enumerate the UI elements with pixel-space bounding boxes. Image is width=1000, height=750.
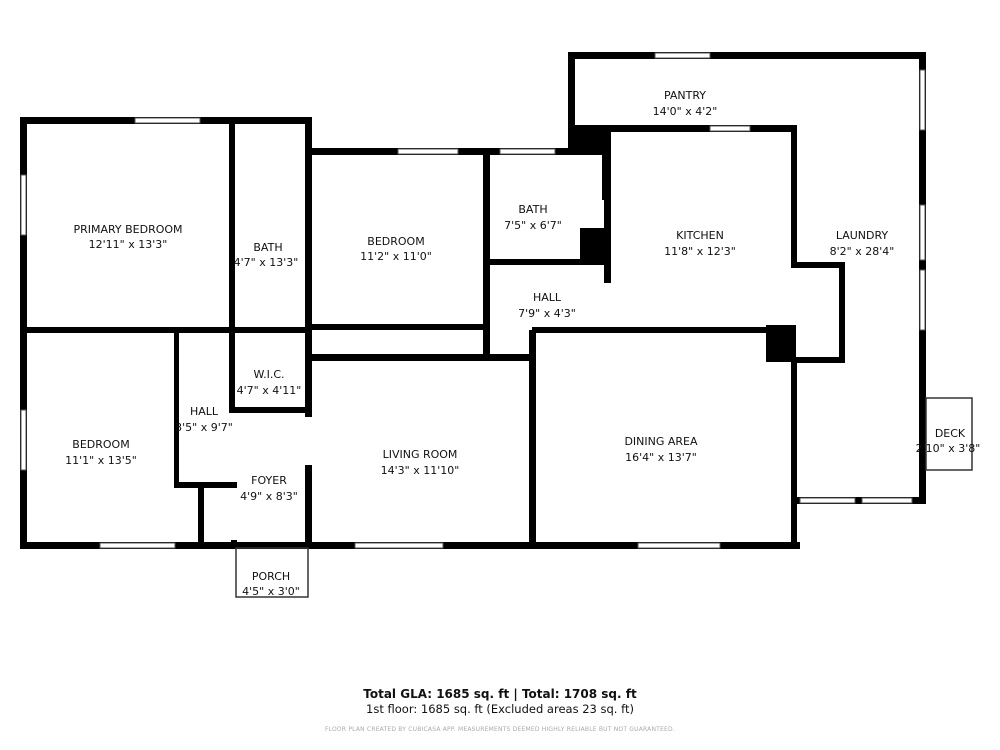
wall xyxy=(791,360,797,547)
wall xyxy=(568,52,926,59)
window xyxy=(134,117,201,124)
wall xyxy=(568,52,575,132)
room-name-bedroom: BEDROOM xyxy=(367,235,424,248)
window xyxy=(919,69,926,131)
room-dim-bath: 4'7" x 13'3" xyxy=(234,256,299,269)
wall xyxy=(305,465,312,547)
window xyxy=(654,52,711,59)
room-name-bedroom-1: BEDROOM xyxy=(72,438,129,451)
floor-area: 1st floor: 1685 sq. ft (Excluded areas 2… xyxy=(366,702,634,716)
room-name-hall: HALL xyxy=(190,405,219,418)
window xyxy=(20,174,27,236)
deck-outline xyxy=(925,397,973,471)
wall xyxy=(529,330,536,545)
window xyxy=(919,204,926,261)
room-dim-bath-2: 7'5" x 6'7" xyxy=(504,219,562,232)
wall xyxy=(305,324,487,330)
wall xyxy=(229,330,235,412)
room-name-wic: W.I.C. xyxy=(253,368,284,381)
wall xyxy=(791,262,844,268)
room-dim-living-room: 14'3" x 11'10" xyxy=(381,464,460,477)
window xyxy=(861,497,913,504)
wall xyxy=(229,120,235,333)
wall xyxy=(198,485,204,545)
room-dim-porch: 4'5" x 3'0" xyxy=(242,585,300,598)
exterior-areas xyxy=(235,397,973,598)
room-dim-dining-area: 16'4" x 13'7" xyxy=(625,451,697,464)
windows xyxy=(20,52,926,549)
room-dim-foyer: 4'9" x 8'3" xyxy=(240,490,298,503)
walls xyxy=(20,52,926,549)
wall xyxy=(231,540,237,548)
room-name-primary-bedroom: PRIMARY BEDROOM xyxy=(73,223,182,236)
wall xyxy=(839,262,845,362)
wall xyxy=(791,357,845,363)
room-name-foyer: FOYER xyxy=(251,474,287,487)
room-dim-laundry: 8'2" x 28'4" xyxy=(830,245,895,258)
room-name-laundry: LAUNDRY xyxy=(836,229,889,242)
room-name-pantry: PANTRY xyxy=(664,89,706,102)
window xyxy=(20,409,27,471)
window xyxy=(354,542,444,549)
wall xyxy=(604,128,611,283)
window xyxy=(637,542,721,549)
window xyxy=(99,542,176,549)
room-name-hall-2: HALL xyxy=(533,291,562,304)
room-name-bath-2: BATH xyxy=(518,203,547,216)
porch-outline xyxy=(235,547,309,598)
wall xyxy=(487,259,607,265)
room-dim-hall: 3'5" x 9'7" xyxy=(175,421,233,434)
wall xyxy=(174,482,237,488)
room-dim-primary-bedroom: 12'11" x 13'3" xyxy=(89,238,168,251)
room-dim-wic: 4'7" x 4'11" xyxy=(237,384,302,397)
room-name-kitchen: KITCHEN xyxy=(676,229,724,242)
wall xyxy=(305,117,312,417)
room-dim-pantry: 14'0" x 4'2" xyxy=(653,105,718,118)
wall xyxy=(20,327,232,333)
wall xyxy=(766,325,796,362)
room-labels: PRIMARY BEDROOM 12'11" x 13'3" BATH 4'7"… xyxy=(65,89,980,598)
window xyxy=(499,148,556,155)
wall xyxy=(483,148,490,358)
room-name-dining-area: DINING AREA xyxy=(624,435,698,448)
room-dim-deck: 2'10" x 3'8" xyxy=(916,442,981,455)
wall xyxy=(174,330,179,488)
wall xyxy=(568,125,795,132)
wall xyxy=(791,125,797,267)
room-dim-hall-2: 7'9" x 4'3" xyxy=(518,307,576,320)
room-name-deck: DECK xyxy=(935,427,966,440)
wall xyxy=(795,497,926,504)
window xyxy=(799,497,856,504)
room-dim-bedroom-1: 11'1" x 13'5" xyxy=(65,454,137,467)
room-name-porch: PORCH xyxy=(252,570,290,583)
wall xyxy=(229,407,309,413)
total-area: Total GLA: 1685 sq. ft | Total: 1708 sq.… xyxy=(363,687,637,701)
wall xyxy=(305,354,535,361)
room-name-bath: BATH xyxy=(253,241,282,254)
wall xyxy=(226,327,308,333)
wall xyxy=(580,228,607,263)
room-name-living-room: LIVING ROOM xyxy=(383,448,458,461)
window xyxy=(709,125,751,132)
room-dim-kitchen: 11'8" x 12'3" xyxy=(664,245,736,258)
disclaimer: FLOOR PLAN CREATED BY CUBICASA APP. MEAS… xyxy=(325,726,675,733)
wall xyxy=(532,327,772,333)
window xyxy=(919,269,926,331)
room-dim-bedroom: 11'2" x 11'0" xyxy=(360,250,432,263)
window xyxy=(397,148,459,155)
